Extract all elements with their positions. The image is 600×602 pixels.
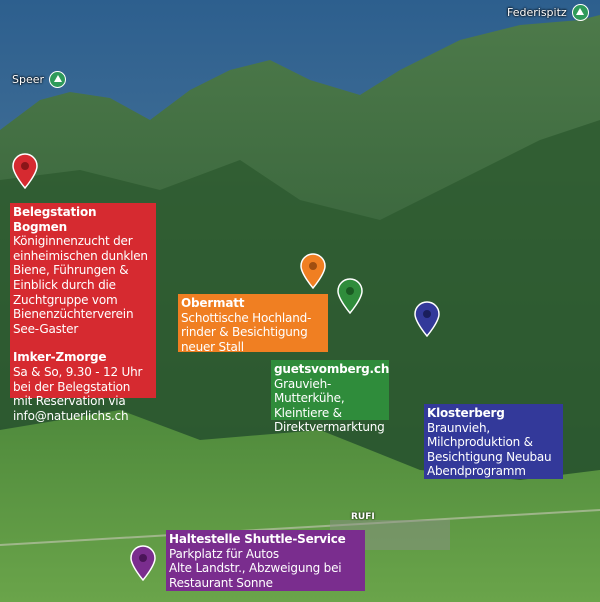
desc-line: Restaurant Sonne xyxy=(169,575,273,590)
desc-line: Grauvieh-Mutterkühe, xyxy=(274,376,345,406)
desc-line: Königinnenzucht der xyxy=(13,234,133,249)
blue-map-pin-icon[interactable] xyxy=(414,301,440,337)
mountain-peak-icon xyxy=(571,4,589,21)
desc-line: mit Reservation via xyxy=(13,394,126,409)
info-box-belegstation-bogmen: Belegstation Bogmen Königinnenzucht der … xyxy=(10,203,156,423)
desc-line: Parkplatz für Autos xyxy=(169,546,279,561)
desc-line: neuer Stall xyxy=(181,339,244,354)
desc-line: Milchproduktion & xyxy=(427,435,533,450)
desc-line: Zuchtgruppe vom xyxy=(13,292,118,307)
desc-line: Direktvermarktung xyxy=(274,420,385,435)
location-title: Klosterberg xyxy=(427,406,505,420)
info-box-klosterberg: Klosterberg Braunvieh, Milchproduktion &… xyxy=(424,404,563,479)
location-title: guetsvomberg.ch xyxy=(274,362,390,376)
peak-speer[interactable]: Speer xyxy=(12,71,67,88)
info-box-shuttle-service: Haltestelle Shuttle-Service Parkplatz fü… xyxy=(166,530,365,591)
peak-label: Speer xyxy=(12,73,45,86)
orange-map-pin-icon[interactable] xyxy=(300,253,326,289)
peak-federispitz[interactable]: Federispitz xyxy=(507,4,589,21)
desc-line: Alte Landstr., Abzweigung bei xyxy=(169,561,342,576)
desc-line: Schottische Hochland- xyxy=(181,310,312,325)
place-label-rufi: RUFI xyxy=(351,512,375,522)
desc-line: Braunvieh, xyxy=(427,420,490,435)
desc-line: Kleintiere & xyxy=(274,405,342,420)
desc-line: Abendprogramm xyxy=(427,464,526,479)
peak-label: Federispitz xyxy=(507,6,567,19)
location-title: Belegstation Bogmen xyxy=(13,205,97,234)
desc-line: Einblick durch die xyxy=(13,277,116,292)
desc-line: See-Gaster xyxy=(13,321,79,336)
desc-line: Biene, Führungen & xyxy=(13,263,129,278)
email-text: info@natuerlichs.ch xyxy=(13,408,129,423)
desc-line: einheimischen dunklen xyxy=(13,248,148,263)
event-title: Imker-Zmorge xyxy=(13,350,107,365)
purple-map-pin-icon[interactable] xyxy=(130,545,156,581)
desc-line: Bienenzüchterverein xyxy=(13,307,134,322)
info-box-obermatt: Obermatt Schottische Hochland- rinder & … xyxy=(178,294,328,354)
mountain-peak-icon xyxy=(49,71,67,88)
green-map-pin-icon[interactable] xyxy=(337,278,363,314)
info-box-guetsvomberg: guetsvomberg.ch Grauvieh-Mutterkühe, Kle… xyxy=(271,360,390,434)
location-title: Haltestelle Shuttle-Service xyxy=(169,532,346,546)
desc-line: Sa & So, 9.30 - 12 Uhr xyxy=(13,364,143,379)
desc-line: rinder & Besichtigung xyxy=(181,325,308,340)
desc-line: bei der Belegstation xyxy=(13,379,131,394)
desc-line: Besichtigung Neubau xyxy=(427,449,552,464)
location-title: Obermatt xyxy=(181,296,245,310)
red-map-pin-icon[interactable] xyxy=(12,153,38,189)
